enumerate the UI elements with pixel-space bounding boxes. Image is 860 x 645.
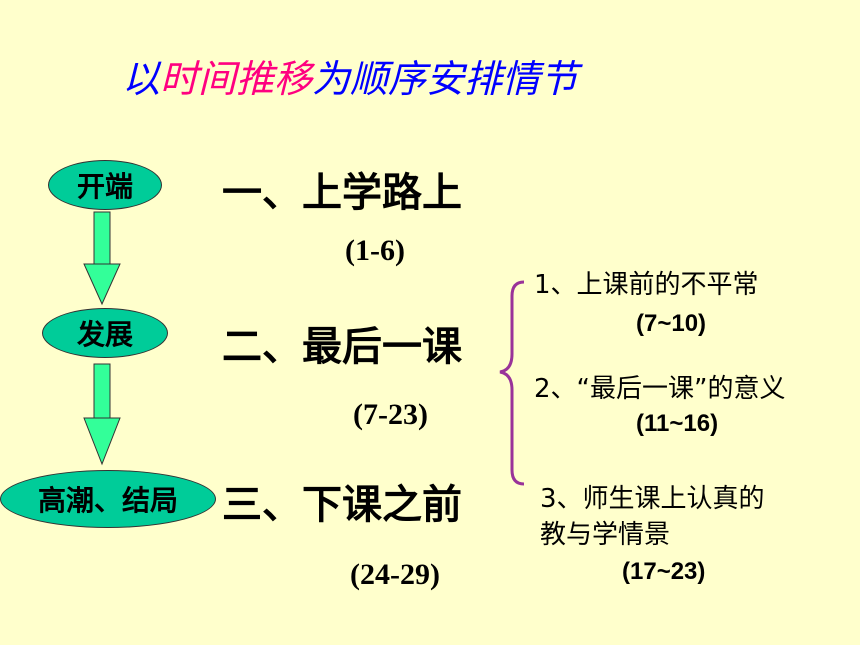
stage-oval-beginning: 开端 — [48, 160, 162, 210]
arrow-down-2 — [83, 363, 121, 466]
stage-label: 发展 — [76, 318, 133, 351]
curly-brace — [499, 280, 525, 486]
subpoint-3-text-line1: 3、师生课上认真的 — [540, 484, 765, 514]
stage-oval-climax-ending: 高潮、结局 — [0, 470, 216, 528]
section-range-3: (24-29) — [350, 558, 440, 591]
section-range-1: (1-6) — [345, 234, 405, 267]
subpoint-3-text-line2: 教与学情景 — [540, 520, 671, 550]
section-heading-3: 三、下课之前 — [222, 482, 462, 528]
subpoint-1-text: 1、上课前的不平常 — [534, 270, 759, 300]
title-segment-2: 时间推移 — [160, 57, 313, 101]
section-heading-1: 一、上学路上 — [222, 170, 462, 216]
arrow-down-1 — [83, 211, 121, 306]
stage-label: 开端 — [76, 170, 133, 203]
section-heading-2: 二、最后一课 — [222, 324, 462, 370]
subpoint-2-text: 2、“最后一课”的意义 — [534, 374, 786, 404]
subpoint-3-range: (17~23) — [622, 558, 706, 585]
title-segment-3: 为顺序安排情节 — [312, 57, 579, 101]
section-range-2: (7-23) — [353, 398, 428, 431]
title-segment-1: 以 — [122, 57, 161, 101]
stage-label: 高潮、结局 — [37, 484, 178, 517]
subpoint-1-range: (7~10) — [636, 310, 707, 337]
stage-oval-development: 发展 — [42, 308, 168, 358]
subpoint-2-range: (11~16) — [636, 410, 719, 437]
page-title: 以时间推移为顺序安排情节 — [122, 48, 578, 103]
